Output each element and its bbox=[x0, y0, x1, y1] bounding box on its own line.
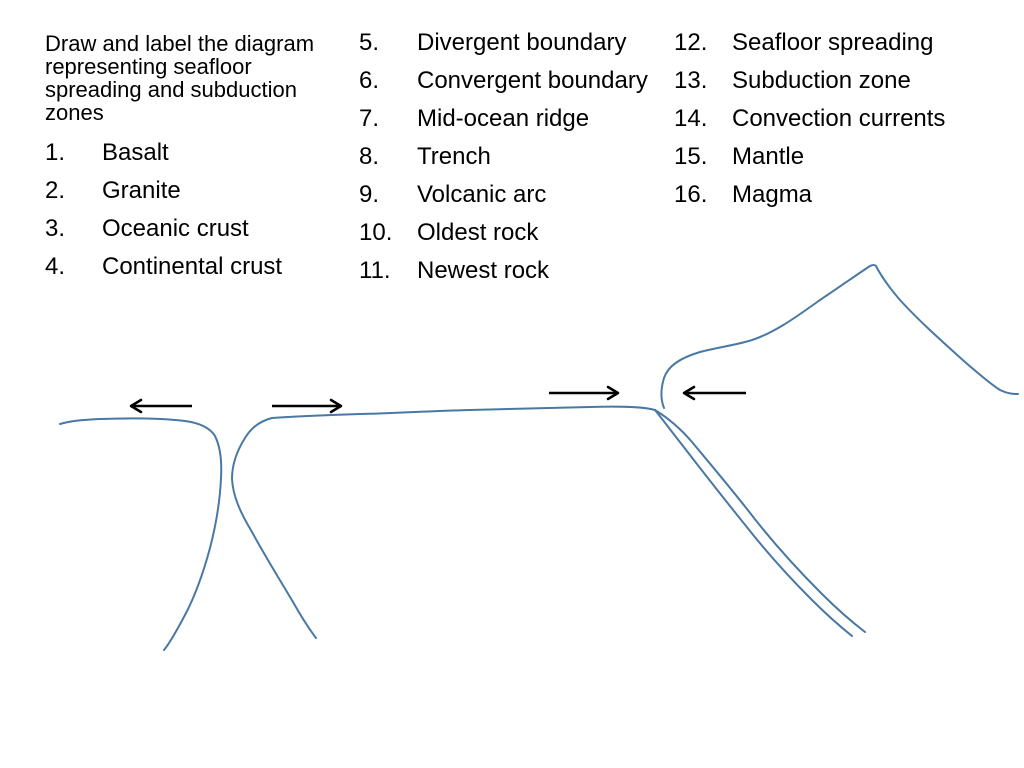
subducting-slab-lower bbox=[654, 409, 853, 637]
right-spreading-arrow bbox=[272, 398, 343, 414]
term-label: Oceanic crust bbox=[102, 215, 249, 242]
term-label: Continental crust bbox=[102, 253, 283, 280]
term-label: Mantle bbox=[732, 143, 805, 170]
ocean-floor-outline bbox=[231, 405, 656, 639]
term-number: 11. bbox=[359, 257, 391, 284]
term-label: Mid-ocean ridge bbox=[417, 105, 590, 132]
term-label: Granite bbox=[102, 177, 181, 204]
term-label: Basalt bbox=[102, 139, 169, 166]
converging-arrow-from-right bbox=[682, 385, 746, 401]
term-number: 8. bbox=[359, 143, 380, 170]
term-number: 4. bbox=[45, 253, 66, 280]
continental-plate-outline bbox=[660, 263, 1019, 409]
instruction-text: Draw and label the diagram representing … bbox=[45, 31, 315, 125]
term-label: Magma bbox=[732, 181, 813, 208]
term-label: Newest rock bbox=[417, 257, 550, 284]
term-label: Trench bbox=[417, 143, 491, 170]
term-number: 2. bbox=[45, 177, 66, 204]
term-label: Convection currents bbox=[732, 105, 946, 132]
term-number: 3. bbox=[45, 215, 66, 242]
left-spreading-arrow bbox=[129, 398, 192, 414]
term-number: 15. bbox=[674, 143, 708, 170]
term-number: 6. bbox=[359, 67, 380, 94]
left-plate-outline bbox=[59, 417, 223, 651]
term-label: Seafloor spreading bbox=[732, 29, 934, 56]
term-label: Subduction zone bbox=[732, 67, 911, 94]
term-number: 12. bbox=[674, 29, 708, 56]
term-number: 7. bbox=[359, 105, 380, 132]
term-number: 10. bbox=[359, 219, 393, 246]
subducting-slab-upper bbox=[654, 409, 866, 633]
term-number: 5. bbox=[359, 29, 380, 56]
converging-arrow-from-left bbox=[549, 385, 620, 401]
term-number: 1. bbox=[45, 139, 66, 166]
term-number: 9. bbox=[359, 181, 380, 208]
term-label: Oldest rock bbox=[417, 219, 539, 246]
term-number: 13. bbox=[674, 67, 708, 94]
term-label: Divergent boundary bbox=[417, 29, 627, 56]
term-label: Volcanic arc bbox=[417, 181, 547, 208]
term-label: Convergent boundary bbox=[417, 67, 648, 94]
term-number: 14. bbox=[674, 105, 708, 132]
term-number: 16. bbox=[674, 181, 708, 208]
